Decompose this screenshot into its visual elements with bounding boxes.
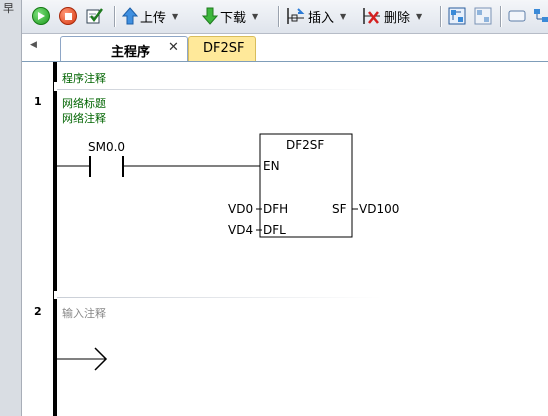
stop-button[interactable] xyxy=(57,5,79,27)
editor-tab-bar: ◀ 主程序 ✕ DF2SF xyxy=(22,34,548,62)
delete-dropdown-icon[interactable]: ▼ xyxy=(416,11,423,21)
df2sf-block xyxy=(259,133,353,238)
network-1-comment[interactable]: 网络注释 xyxy=(62,112,106,125)
network-2-number: 2 xyxy=(34,305,42,318)
upload-button[interactable]: 上传 ▼ xyxy=(122,5,178,27)
tab-scroll-left-icon[interactable]: ◀ xyxy=(30,40,37,50)
toolbar: 上传 ▼ 下载 ▼ 插入 ▼ 删除 ▼ xyxy=(22,0,548,34)
left-dock-strip: 早 xyxy=(0,0,22,416)
pin-dfh: DFH xyxy=(263,202,289,216)
pin-dfl: DFL xyxy=(263,223,286,237)
stop-icon xyxy=(59,7,77,25)
pin-icon[interactable]: 早 xyxy=(3,2,14,15)
insert-dropdown-icon[interactable]: ▼ xyxy=(340,11,347,21)
ladder-editor[interactable] xyxy=(22,62,548,416)
upload-dropdown-icon[interactable]: ▼ xyxy=(172,11,179,21)
tree-icon xyxy=(534,9,548,22)
compile-check-icon xyxy=(86,8,103,24)
network-grid-alt-icon xyxy=(474,7,492,25)
compile-button[interactable] xyxy=(84,5,106,27)
left-power-rail-network-1 xyxy=(54,91,57,291)
insert-network-icon xyxy=(287,8,305,24)
upload-arrow-icon xyxy=(122,7,138,25)
delete-button[interactable]: 删除 ▼ xyxy=(362,5,422,27)
gutter-separator xyxy=(53,62,54,416)
run-icon xyxy=(32,7,50,25)
operand-out[interactable]: VD100 xyxy=(359,202,400,216)
tab-df2sf[interactable]: DF2SF xyxy=(188,36,256,61)
operand-in2[interactable]: VD4 xyxy=(228,223,254,237)
run-button[interactable] xyxy=(30,5,52,27)
delete-label: 删除 xyxy=(384,10,411,26)
block-name: DF2SF xyxy=(286,138,325,152)
left-power-rail-segment xyxy=(54,62,57,82)
tab-main-program-label: 主程序 xyxy=(111,45,151,60)
close-icon[interactable]: ✕ xyxy=(168,40,179,55)
insert-button[interactable]: 插入 ▼ xyxy=(286,5,346,27)
box-icon xyxy=(508,10,526,22)
network-grid-icon xyxy=(448,7,466,25)
operand-in1[interactable]: VD0 xyxy=(228,202,254,216)
tab-main-program[interactable]: 主程序 ✕ xyxy=(60,36,188,61)
network-1-divider xyxy=(57,89,382,90)
pin-en: EN xyxy=(263,159,280,173)
network-view-alt-button[interactable] xyxy=(472,5,494,27)
delete-network-icon xyxy=(363,8,380,24)
download-dropdown-icon[interactable]: ▼ xyxy=(252,11,259,21)
download-label: 下载 xyxy=(220,10,247,26)
download-arrow-icon xyxy=(202,7,218,25)
pin-sf: SF xyxy=(332,202,347,216)
box-view-button[interactable] xyxy=(506,5,528,27)
network-1-number: 1 xyxy=(34,95,42,108)
network-2-comment[interactable]: 输入注释 xyxy=(62,307,106,320)
tab-df2sf-label: DF2SF xyxy=(203,41,245,56)
insert-label: 插入 xyxy=(308,10,335,26)
program-comment[interactable]: 程序注释 xyxy=(62,72,106,85)
upload-label: 上传 xyxy=(140,10,167,26)
download-button[interactable]: 下载 ▼ xyxy=(202,5,258,27)
contact-address[interactable]: SM0.0 xyxy=(88,140,126,154)
tree-view-button[interactable] xyxy=(530,5,548,27)
left-power-rail-network-2 xyxy=(54,299,57,416)
rung-2-end-arrow xyxy=(94,347,108,371)
network-view-button[interactable] xyxy=(446,5,468,27)
network-1-title[interactable]: 网络标题 xyxy=(62,97,106,110)
network-2-divider xyxy=(57,297,382,298)
